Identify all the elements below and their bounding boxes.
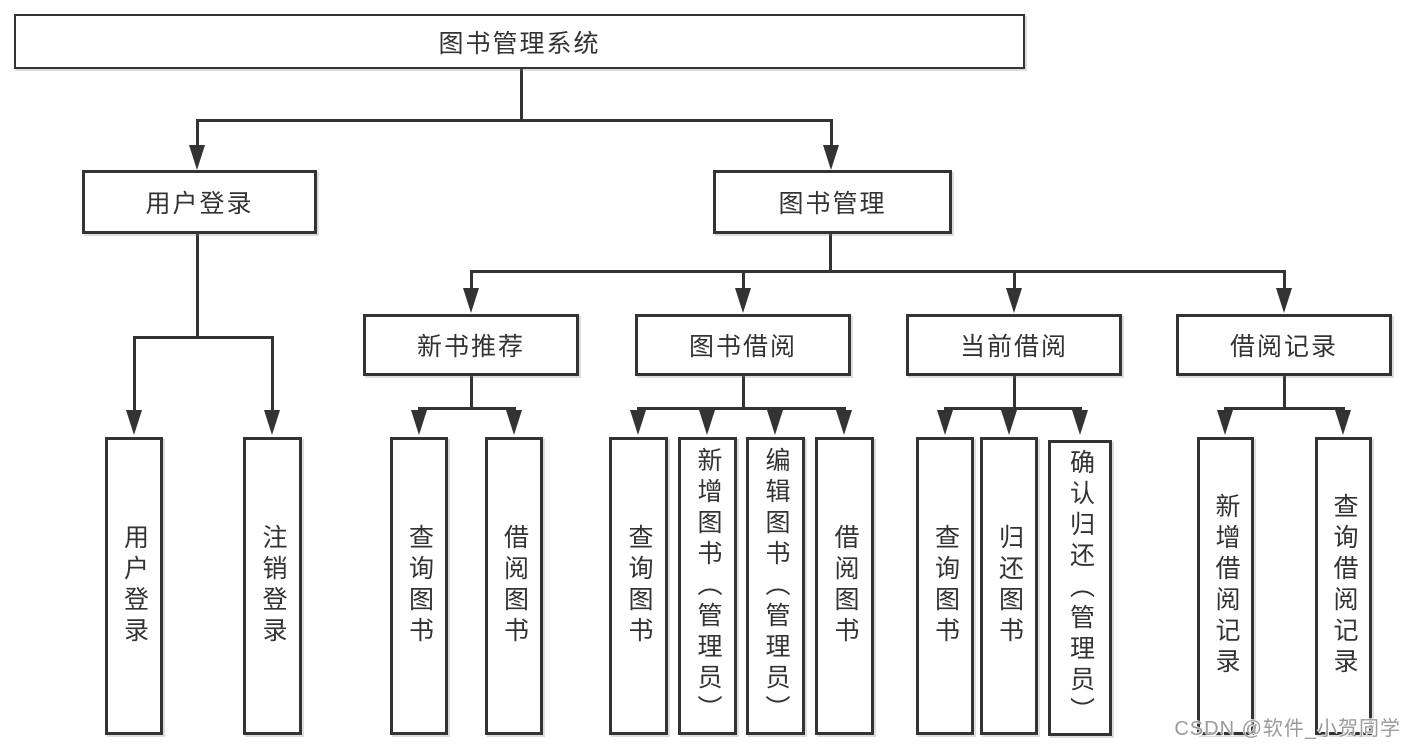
leaf-bb-add-books-admin: 新增图书（管理员） xyxy=(678,437,737,735)
node-current-borrow-label: 当前借阅 xyxy=(959,333,1068,361)
leaf-cb-query-books: 查询图书 xyxy=(916,437,974,735)
arrowhead-down-logout xyxy=(264,410,280,435)
arrowhead-down-cb-return xyxy=(1001,410,1017,435)
connector-root-stem xyxy=(520,69,523,120)
leaf-cb-query-books-label: 查询图书 xyxy=(931,524,960,648)
leaf-br-query-record: 查询借阅记录 xyxy=(1315,437,1372,735)
connector-drop-book-mgmt xyxy=(830,120,833,150)
leaf-bb-edit-books-admin: 编辑图书（管理员） xyxy=(746,437,805,735)
arrowhead-down-bb-query xyxy=(630,410,646,435)
connector-drop-currentborrow xyxy=(1013,272,1016,292)
node-book-management-label: 图书管理 xyxy=(778,190,887,218)
arrowhead-down-currentborrow xyxy=(1006,288,1022,313)
arrowhead-down-bb-edit xyxy=(767,410,783,435)
leaf-bb-query-books: 查询图书 xyxy=(609,437,668,735)
node-user-login: 用户登录 xyxy=(82,170,317,234)
connector-drop-newbook xyxy=(470,272,473,292)
leaf-nb-query-books-label: 查询图书 xyxy=(405,524,434,648)
connector-borrowrecord-stem xyxy=(1283,375,1286,409)
arrowhead-down-newbook xyxy=(463,288,479,313)
arrowhead-down-nb-borrow xyxy=(506,410,522,435)
connector-drop-logout xyxy=(271,338,274,413)
connector-bookborrow-stem xyxy=(742,375,745,409)
arrowhead-down-nb-query xyxy=(411,410,427,435)
leaf-bb-query-books-label: 查询图书 xyxy=(625,524,653,648)
leaf-bb-edit-books-admin-label: 编辑图书（管理员） xyxy=(762,446,790,726)
connector-drop-user-login xyxy=(196,120,199,150)
leaf-logout: 注销登录 xyxy=(243,437,302,735)
leaf-br-query-record-label: 查询借阅记录 xyxy=(1330,493,1358,679)
node-new-book-recommend: 新书推荐 xyxy=(363,314,579,376)
connector-currentborrow-hbar xyxy=(944,407,1082,410)
arrowhead-down-bookborrow xyxy=(735,288,751,313)
leaf-br-add-record: 新增借阅记录 xyxy=(1197,437,1254,735)
leaf-cb-confirm-return-admin-label: 确认归还（管理员） xyxy=(1066,448,1095,728)
node-borrow-record: 借阅记录 xyxy=(1176,314,1392,376)
arrowhead-down-br-query xyxy=(1335,410,1351,435)
node-new-book-recommend-label: 新书推荐 xyxy=(416,333,525,361)
leaf-cb-confirm-return-admin: 确认归还（管理员） xyxy=(1048,440,1112,736)
connector-userlogin-hbar xyxy=(133,336,274,339)
arrowhead-down-login xyxy=(126,410,142,435)
connector-bookborrow-hbar xyxy=(637,407,846,410)
leaf-bb-borrow-books: 借阅图书 xyxy=(815,437,874,735)
node-book-management: 图书管理 xyxy=(713,170,952,234)
connector-newbook-stem xyxy=(470,375,473,409)
connector-drop-borrowrecord xyxy=(1283,272,1286,292)
arrowhead-down-cb-query xyxy=(937,410,953,435)
arrowhead-down-borrowrecord xyxy=(1276,288,1292,313)
connector-userlogin-stem xyxy=(196,233,199,337)
connector-borrowrecord-hbar xyxy=(1224,407,1345,410)
arrowhead-down-user-login xyxy=(189,145,205,170)
csdn-watermark: CSDN @软件_小贺同学 xyxy=(1174,718,1401,740)
connector-drop-login xyxy=(133,338,136,413)
leaf-br-add-record-label: 新增借阅记录 xyxy=(1212,493,1240,679)
arrowhead-down-bb-add xyxy=(699,410,715,435)
leaf-user-login-label: 用户登录 xyxy=(120,524,149,648)
arrowhead-down-bb-borrow xyxy=(836,410,852,435)
node-root-label: 图书管理系统 xyxy=(438,29,601,58)
node-book-borrow: 图书借阅 xyxy=(635,314,851,376)
connector-currentborrow-stem xyxy=(1013,375,1016,409)
connector-bookmgmt-stem xyxy=(829,233,832,271)
leaf-nb-borrow-books: 借阅图书 xyxy=(485,437,543,735)
arrowhead-down-cb-confirm xyxy=(1072,410,1088,435)
node-borrow-record-label: 借阅记录 xyxy=(1229,333,1338,361)
node-root: 图书管理系统 xyxy=(14,14,1025,69)
leaf-cb-return-books: 归还图书 xyxy=(980,437,1038,735)
connector-bookmgmt-hbar xyxy=(470,270,1286,273)
connector-drop-bookborrow xyxy=(742,272,745,292)
node-user-login-label: 用户登录 xyxy=(145,190,254,218)
node-book-borrow-label: 图书借阅 xyxy=(688,333,797,361)
arrowhead-down-br-add xyxy=(1217,410,1233,435)
leaf-logout-label: 注销登录 xyxy=(259,524,287,648)
connector-newbook-hbar xyxy=(418,407,516,410)
leaf-bb-add-books-admin-label: 新增图书（管理员） xyxy=(694,446,722,726)
leaf-cb-return-books-label: 归还图书 xyxy=(995,524,1024,648)
connector-root-hbar xyxy=(196,119,833,122)
leaf-user-login: 用户登录 xyxy=(105,437,163,735)
leaf-nb-query-books: 查询图书 xyxy=(390,437,448,735)
leaf-nb-borrow-books-label: 借阅图书 xyxy=(500,524,529,648)
node-current-borrow: 当前借阅 xyxy=(906,314,1122,376)
arrowhead-down-book-mgmt xyxy=(823,145,839,170)
leaf-bb-borrow-books-label: 借阅图书 xyxy=(831,524,859,648)
